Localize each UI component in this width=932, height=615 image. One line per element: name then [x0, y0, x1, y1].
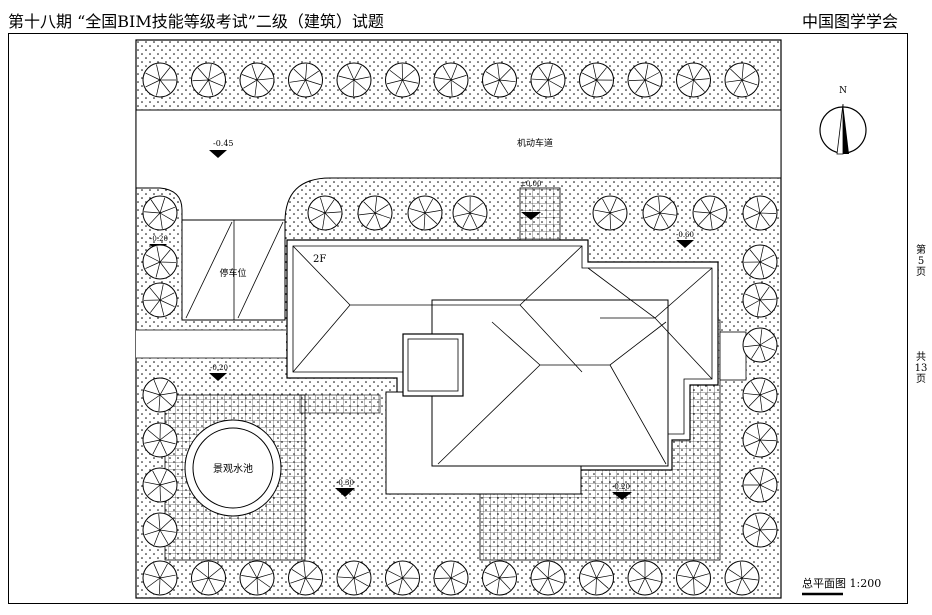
tree-icon: [385, 62, 420, 98]
tree-icon: [482, 62, 517, 98]
tree-icon: [692, 195, 728, 231]
level-mark-4: -0.20: [210, 364, 228, 372]
drawing-frame: [8, 33, 908, 604]
tree-icon: [676, 560, 711, 596]
tree-icon: [142, 282, 178, 318]
tree-icon: [239, 62, 275, 98]
page-number-block: 第 5 页: [912, 245, 930, 278]
tree-icon: [627, 62, 663, 98]
tree-icon: [433, 62, 469, 98]
drawing-title: 总平面图 1:200: [802, 576, 881, 590]
level-mark-6: -0.20: [612, 483, 630, 491]
organization-name: 中国图学学会: [801, 12, 898, 31]
tree-icon: [742, 467, 778, 503]
tree-icon: [142, 560, 178, 596]
tree-icon: [407, 195, 443, 231]
tree-icon: [336, 62, 372, 98]
level-mark-5: -0.30: [336, 479, 354, 487]
tree-icon: [530, 560, 566, 596]
tree-icon: [530, 62, 566, 98]
road-level: -0.45: [213, 139, 234, 148]
page-prefix: 第: [916, 245, 926, 256]
tree-icon: [288, 62, 323, 98]
road-label: 机动车道: [517, 137, 553, 149]
tree-icon: [307, 195, 343, 231]
tree-icon: [579, 560, 614, 596]
level-mark-2: -0.20: [150, 235, 168, 243]
tree-icon: [288, 560, 323, 596]
tree-icon: [142, 467, 178, 503]
page-number: 5: [917, 256, 925, 267]
tree-icon: [142, 195, 178, 231]
north-label: N: [839, 86, 847, 96]
total-prefix: 共: [916, 352, 926, 363]
tree-icon: [142, 512, 178, 548]
tree-icon: [676, 62, 711, 98]
total-suffix: 页: [916, 374, 926, 385]
tree-icon: [385, 560, 420, 596]
tree-icon: [742, 327, 778, 363]
parking-label: 停车位: [219, 267, 246, 279]
tree-symbols: [142, 62, 778, 596]
north-arrow-icon: N: [819, 86, 867, 155]
tree-icon: [357, 195, 393, 231]
tree-icon: [642, 195, 678, 231]
tree-icon: [742, 244, 778, 280]
page-suffix: 页: [916, 267, 926, 278]
walkway: [136, 330, 286, 358]
tree-icon: [452, 195, 488, 231]
tree-icon: [142, 244, 178, 280]
building: [286, 239, 747, 495]
pool-label: 景观水池: [213, 462, 253, 475]
tree-icon: [592, 195, 628, 231]
tree-icon: [191, 62, 226, 98]
tree-icon: [742, 422, 778, 458]
tree-icon: [742, 282, 778, 318]
tree-icon: [191, 560, 226, 596]
total-pages: 13: [914, 363, 928, 374]
tree-icon: [627, 560, 663, 596]
tree-icon: [482, 560, 517, 596]
tree-icon: [742, 512, 778, 548]
tree-icon: [142, 422, 178, 458]
tree-icon: [724, 62, 760, 98]
level-mark-3: -0.60: [676, 231, 694, 239]
tree-icon: [142, 62, 178, 98]
level-mark-1: ±0.00: [520, 180, 541, 188]
tree-icon: [724, 560, 760, 596]
tree-icon: [239, 560, 275, 596]
tree-icon: [742, 195, 778, 231]
tree-icon: [742, 377, 778, 413]
tree-icon: [142, 377, 178, 413]
floor-label: 2F: [313, 254, 326, 265]
tree-icon: [579, 62, 614, 98]
tree-icon: [336, 560, 372, 596]
tree-icon: [433, 560, 469, 596]
landscape-pool-inner: [192, 427, 274, 509]
exam-title: 第十八期 “全国BIM技能等级考试”二级（建筑）试题: [8, 12, 384, 31]
total-pages-block: 共 13 页: [912, 352, 930, 385]
